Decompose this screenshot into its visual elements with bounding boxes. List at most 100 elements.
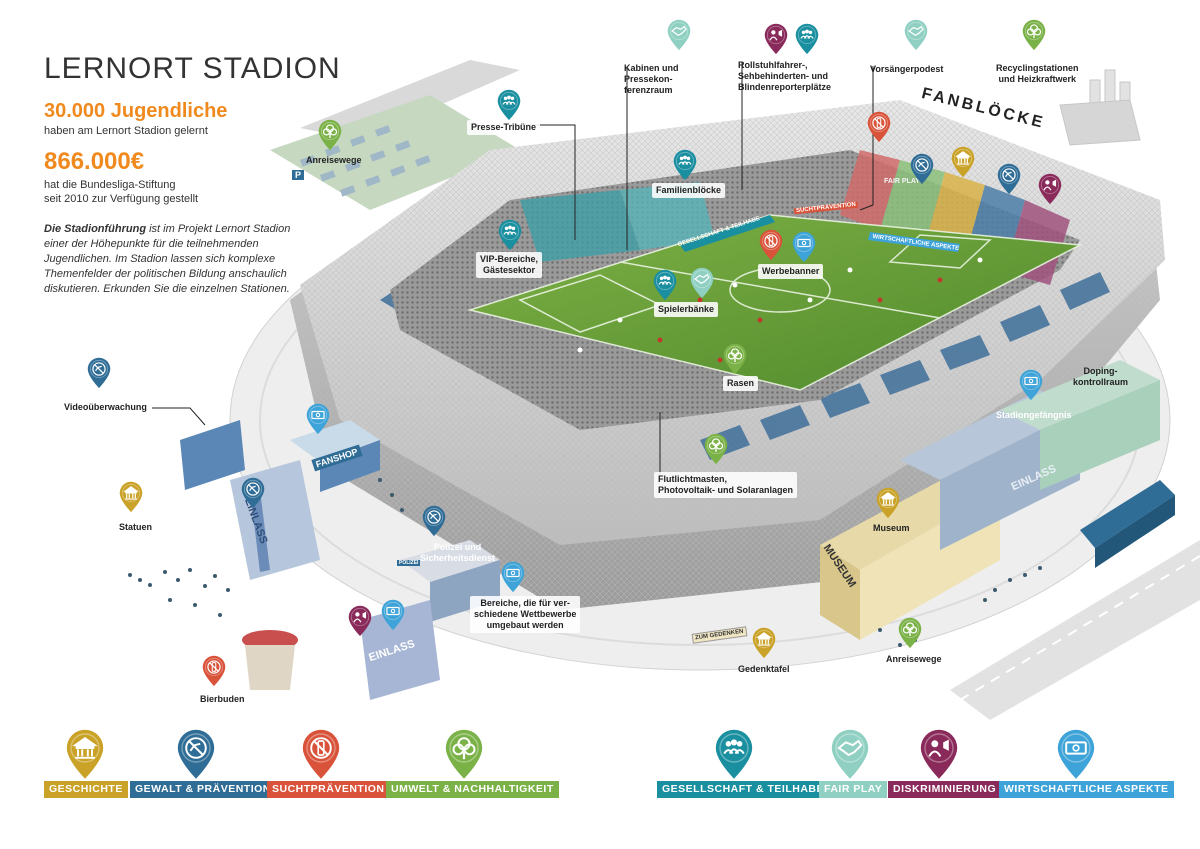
money-icon (1055, 727, 1097, 779)
label-museum: Museum (873, 523, 910, 533)
people-icon (713, 727, 755, 779)
legend-wirtschaft: WIRTSCHAFTLICHE ASPEKTE (999, 781, 1174, 798)
label-anreisewege-left: Anreisewege (306, 155, 362, 165)
sign-polizei-small: POLIZEI (397, 560, 421, 566)
label-doping: Doping-kontrollraum (1073, 366, 1128, 388)
label-bereiche: Bereiche, die für ver-schiedene Wettbewe… (470, 596, 581, 633)
label-stadiongefaengnis: Stadiongefängnis (996, 410, 1072, 420)
label-rollstuhl-1: Rollstuhlfahrer-, (738, 60, 808, 70)
tree-icon (443, 727, 485, 779)
tree-icon (1021, 18, 1047, 52)
handshake-icon (666, 18, 692, 52)
page-title: LERNORT STADION (44, 52, 341, 85)
legend-geschichte: GESCHICHTE (44, 781, 128, 798)
money-icon (305, 402, 331, 436)
no-alcohol-icon (866, 110, 892, 144)
label-vip-2: Gästesektor (483, 265, 536, 275)
legend-diskriminierung: DISKRIMINIERUNG (888, 781, 1002, 798)
people-icon (496, 88, 522, 122)
label-doping-1: Doping- (1083, 366, 1118, 376)
label-rasen: Rasen (723, 376, 759, 391)
label-flutlicht-1: Flutlichtmasten, (658, 474, 728, 484)
temple-icon (64, 727, 106, 779)
label-bierbuden: Bierbuden (200, 694, 245, 704)
label-polizei-1: Polizei und (433, 542, 482, 552)
stat-funding-text-2: seit 2010 zur Verfügung gestellt (44, 193, 199, 205)
label-rollstuhl-3: Blindenreporterplätze (738, 82, 832, 92)
legend-gewalt: GEWALT & PRÄVENTION (130, 781, 276, 798)
label-kabinen-3: ferenzraum (624, 85, 673, 95)
label-anreisewege-right: Anreisewege (886, 654, 942, 664)
label-werbebanner: Werbebanner (758, 264, 824, 279)
speaker-icon (918, 727, 960, 779)
legend-fairplay: FAIR PLAY (819, 781, 888, 798)
no-violence-icon (996, 162, 1022, 196)
intro-rest: ist im Projekt Lernort Stadion einer der… (44, 223, 291, 295)
no-violence-icon (175, 727, 217, 779)
tree-icon (897, 616, 923, 650)
money-icon (500, 560, 526, 594)
tree-icon (703, 432, 729, 466)
temple-icon (118, 480, 144, 514)
temple-icon (950, 145, 976, 179)
stat-jugendliche-text: haben am Lernort Stadion gelernt (44, 125, 208, 137)
label-bereiche-2: schiedene Wettbewerbe (474, 609, 577, 619)
speaker-icon (347, 604, 373, 638)
money-icon (1018, 368, 1044, 402)
people-icon (672, 148, 698, 182)
banner-fairplay: FAIR PLAY (884, 178, 920, 185)
no-violence-icon (421, 504, 447, 538)
legend-gesellschaft: GESELLSCHAFT & TEILHABE (657, 781, 830, 798)
handshake-icon (903, 18, 929, 52)
label-videoueberwachung: Videoüberwachung (64, 402, 147, 412)
temple-icon (751, 626, 777, 660)
speaker-icon (763, 22, 789, 56)
label-vip-1: VIP-Bereiche, (480, 254, 539, 264)
money-icon (791, 230, 817, 264)
no-alcohol-icon (300, 727, 342, 779)
no-violence-icon (86, 356, 112, 390)
label-recycling-1: Recyclingstationen (996, 63, 1079, 73)
label-presse-tribuene: Presse-Tribüne (467, 120, 541, 135)
label-familienbloecke: Familienblöcke (652, 183, 726, 198)
stat-funding-text-1: hat die Bundesliga-Stiftung (44, 179, 176, 191)
label-flutlicht-2: Photovoltaik- und Solaranlagen (658, 485, 794, 495)
label-rollstuhl-2: Sehbehinderten- und (738, 71, 828, 81)
label-vorsaenger: Vorsängerpodest (870, 64, 944, 74)
tree-icon (317, 118, 343, 152)
speaker-icon (1037, 172, 1063, 206)
legend-umwelt: UMWELT & NACHHALTIGKEIT (386, 781, 559, 798)
legend-sucht: SUCHTPRÄVENTION (267, 781, 390, 798)
label-bereiche-1: Bereiche, die für ver- (480, 598, 570, 608)
label-doping-2: kontrollraum (1073, 377, 1129, 387)
no-violence-icon (909, 152, 935, 186)
label-bereiche-3: umgebaut werden (486, 620, 564, 630)
no-violence-icon (240, 476, 266, 510)
label-kabinen-1: Kabinen und (624, 63, 679, 73)
label-spielerbaenke: Spielerbänke (654, 302, 719, 317)
tree-icon (722, 342, 748, 376)
people-icon (497, 218, 523, 252)
label-gedenktafel: Gedenktafel (738, 664, 790, 674)
people-icon (652, 268, 678, 302)
sign-parking: P (292, 170, 305, 180)
no-alcohol-icon (201, 654, 227, 688)
people-icon (794, 22, 820, 56)
no-alcohol-icon (758, 228, 784, 262)
stat-funding-value: 866.000€ (44, 148, 145, 175)
label-polizei-2: Sicherheitsdienst (420, 553, 496, 563)
label-flutlicht: Flutlichtmasten,Photovoltaik- und Solara… (654, 472, 798, 498)
label-recycling-2: und Heizkraftwerk (998, 74, 1077, 84)
label-statuen: Statuen (119, 522, 153, 532)
intro-bold: Die Stadionführung (44, 223, 147, 235)
handshake-icon (689, 266, 715, 300)
label-kabinen-2: Pressekon- (624, 74, 673, 84)
temple-icon (875, 486, 901, 520)
handshake-icon (829, 727, 871, 779)
stat-jugendliche-value: 30.000 Jugendliche (44, 100, 228, 122)
